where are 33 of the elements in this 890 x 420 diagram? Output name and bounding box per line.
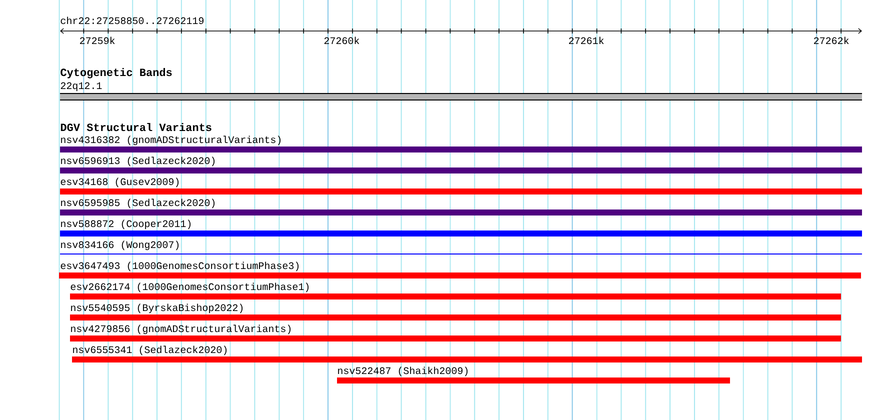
variant-bar: nsv4316382 (gnomADStructuralVariants): [60, 136, 862, 152]
node-label: esv3647493 (1000GenomesConsortiumPhase3): [60, 262, 299, 272]
variant-bar: esv2662174 (1000GenomesConsortiumPhase1): [70, 282, 842, 300]
variant-bar: esv3647493 (1000GenomesConsortiumPhase3): [59, 262, 862, 278]
ruler-title: chr22:27258850..27262119: [60, 16, 204, 24]
variant-bar: nsv6596913 (Sedlazeck2020): [60, 156, 862, 174]
node-label: nsv4279856 (gnomADStructuralVariants): [71, 324, 291, 334]
node-label: nsv6596913 (Sedlazeck2020): [61, 156, 215, 166]
node-label: nsv588872 (Cooper2011): [61, 220, 191, 230]
variant-bar: nsv4279856 (gnomADStructuralVariants): [70, 324, 842, 342]
tick-label: 27260k: [324, 36, 360, 44]
variant-bar: nsv5540595 (ByrskaBishop2022): [70, 304, 842, 320]
node-label: nsv4316382 (gnomADStructuralVariants): [61, 136, 281, 146]
node-label: nsv6555341 (Sedlazeck2020): [73, 346, 227, 356]
node-label: nsv522487 (Shaikh2009): [338, 366, 468, 376]
variant-bar: nsv522487 (Shaikh2009): [337, 366, 730, 384]
node-label: 22q12.1: [60, 82, 102, 92]
variant-bar: nsv588872 (Cooper2011): [60, 220, 862, 236]
node-label: nsv834166 (Wong2007): [61, 240, 179, 250]
track-title: Cytogenetic Bands: [60, 68, 172, 78]
node-label: nsv6595985 (Sedlazeck2020): [61, 198, 215, 208]
track-title: DGV Structural Variants: [60, 123, 212, 132]
node-label: esv34168 (Gusev2009): [60, 178, 179, 188]
tick-label: 27262k: [814, 36, 849, 44]
node-label: esv2662174 (1000GenomesConsortiumPhase1): [70, 282, 309, 292]
tick-label: 27261k: [569, 36, 604, 44]
variant-bar: esv34168 (Gusev2009): [60, 178, 862, 194]
variant-bar: nsv6595985 (Sedlazeck2020): [60, 198, 862, 216]
node-label: nsv5540595 (ByrskaBishop2022): [71, 304, 243, 314]
tick-label: 27259k: [80, 36, 115, 44]
variant-bar: nsv834166 (Wong2007): [60, 240, 862, 254]
variant-bar: nsv6555341 (Sedlazeck2020): [72, 346, 862, 362]
cytoband-bar: 22q12.1: [60, 82, 863, 100]
